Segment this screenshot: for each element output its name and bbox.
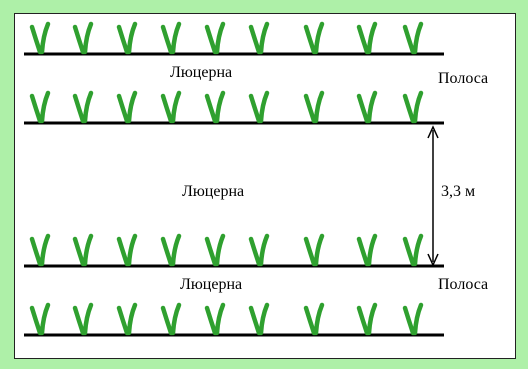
plant-sprout (29, 233, 51, 267)
plant-sprout (402, 302, 424, 336)
label-crop-middle: Люцерна (182, 183, 244, 200)
distance-arrow (427, 125, 439, 267)
plant-sprout (248, 302, 270, 336)
plant-sprout (248, 233, 270, 267)
plant-sprout (248, 90, 270, 124)
plant-sprout (72, 233, 94, 267)
plant-sprout (160, 90, 182, 124)
plant-sprout (160, 302, 182, 336)
label-crop-bottom: Люцерна (180, 276, 242, 293)
label-strip-top: Полоса (438, 70, 488, 87)
plant-sprout (72, 302, 94, 336)
plant-sprout (72, 90, 94, 124)
plant-sprout (29, 21, 51, 55)
plant-sprout (160, 21, 182, 55)
plant-sprout (402, 90, 424, 124)
plant-sprout (204, 233, 226, 267)
plant-sprout (160, 233, 182, 267)
plant-sprout (303, 233, 325, 267)
plant-sprout (356, 233, 378, 267)
label-crop-top: Люцерна (170, 64, 232, 81)
plant-sprout (116, 233, 138, 267)
plant-rows (29, 21, 424, 336)
plant-sprout (29, 302, 51, 336)
plant-sprout (356, 21, 378, 55)
plant-sprout (116, 90, 138, 124)
plant-sprout (72, 21, 94, 55)
plant-sprout (303, 90, 325, 124)
plant-sprout (204, 21, 226, 55)
plant-sprout (248, 21, 270, 55)
plant-sprout (29, 90, 51, 124)
plant-sprout (402, 233, 424, 267)
label-distance: 3,3 м (441, 183, 475, 200)
label-strip-bottom: Полоса (438, 276, 488, 293)
plant-sprout (356, 90, 378, 124)
plant-sprout (303, 302, 325, 336)
plant-sprout (402, 21, 424, 55)
plant-sprout (204, 90, 226, 124)
plant-sprout (303, 21, 325, 55)
plant-sprout (116, 21, 138, 55)
plant-sprout (204, 302, 226, 336)
plant-sprout (116, 302, 138, 336)
plant-sprout (356, 302, 378, 336)
